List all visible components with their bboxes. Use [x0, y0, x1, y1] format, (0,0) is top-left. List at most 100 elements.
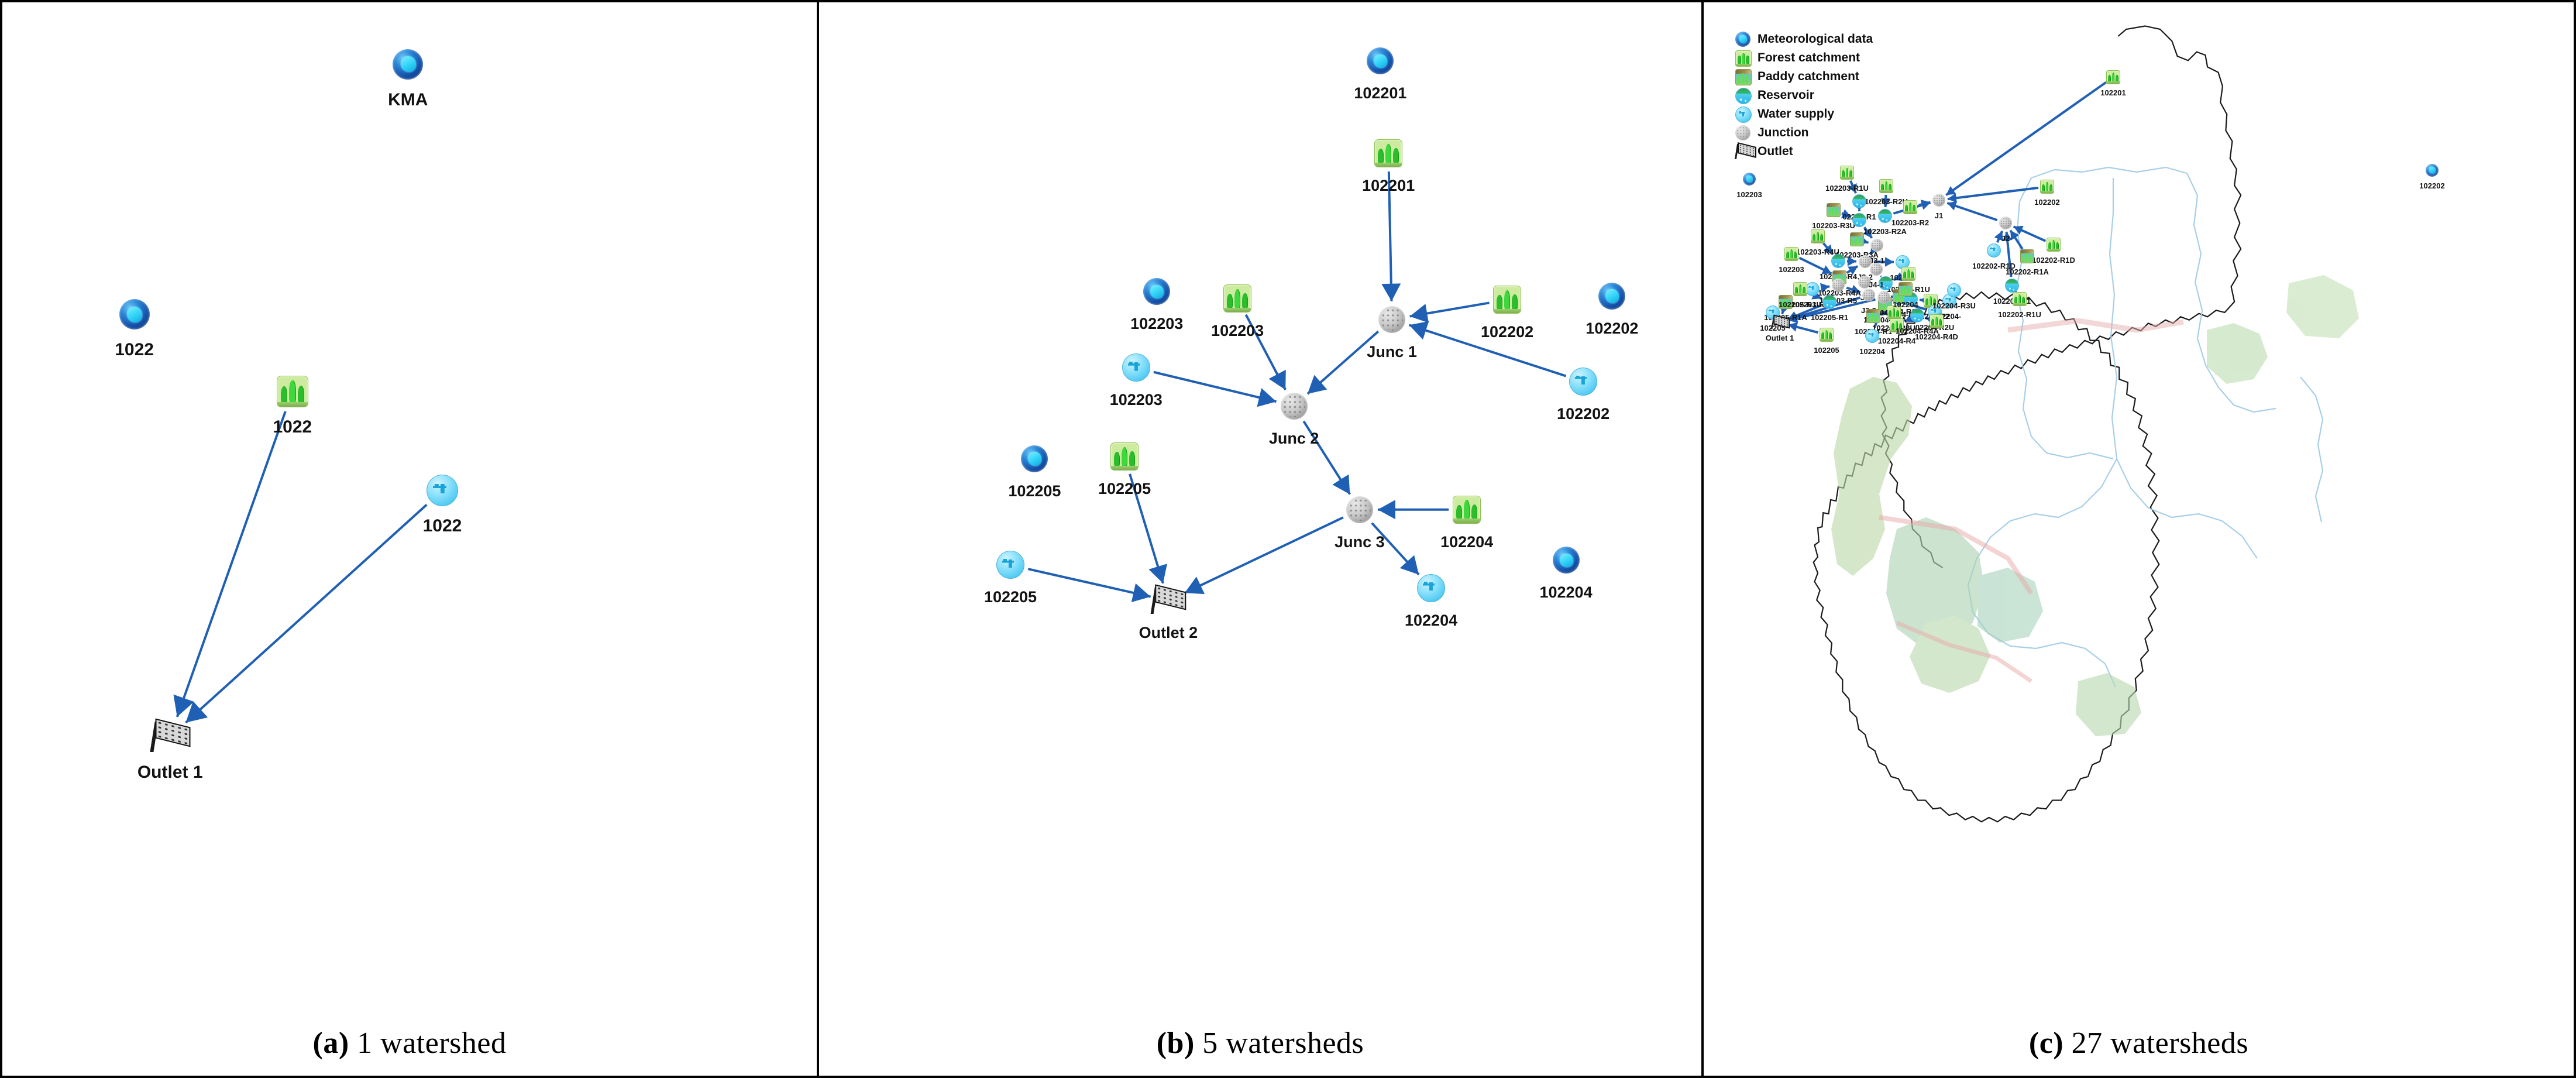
node-forest-102203[interactable] [1223, 284, 1252, 313]
reservoir-icon [1852, 213, 1866, 227]
node-water-102205[interactable] [996, 551, 1025, 579]
node-c-junc-j3-3[interactable] [1862, 289, 1875, 301]
node-water-102204[interactable] [1417, 574, 1446, 602]
node-met-kma[interactable] [393, 49, 424, 80]
node-c-paddy-102204[interactable] [1899, 282, 1913, 296]
water-supply-icon [1569, 368, 1598, 396]
node-c-forest-102201[interactable] [2106, 70, 2120, 84]
node-met-102205[interactable] [1021, 445, 1048, 473]
node-met-1022[interactable] [119, 299, 150, 330]
node-c-met-102203[interactable] [1743, 173, 1756, 186]
node-c-paddy-102202-r1a[interactable] [2020, 249, 2034, 263]
panel-a-links [173, 411, 428, 724]
node-c-forest-102202-r1d[interactable] [2047, 238, 2061, 252]
node-label-met-102202: 102202 [1586, 320, 1639, 338]
node-met-102202[interactable] [1598, 283, 1626, 310]
forest-catchment-icon [1890, 318, 1904, 332]
node-c-forest-102202-r1u[interactable] [2013, 292, 2027, 306]
node-forest-102205[interactable] [1110, 442, 1139, 471]
forest-catchment-icon [2013, 292, 2027, 306]
panel-b-links [1027, 171, 1567, 603]
flow-arrow-head [1893, 272, 1904, 281]
node-c-forest-102205-r1u[interactable] [1793, 282, 1807, 296]
node-forest-102202[interactable] [1493, 286, 1522, 314]
node-c-outlet-1[interactable] [1771, 314, 1790, 329]
node-c-res-102204-r4a[interactable] [1910, 308, 1924, 322]
node-c-junc-j1[interactable] [1932, 194, 1945, 207]
node-c-junc-j3[interactable] [1858, 276, 1871, 289]
reservoir-icon [1822, 295, 1836, 309]
node-c-forest-102203-r1u[interactable] [1840, 166, 1854, 180]
meteorological-data-icon [1598, 283, 1626, 310]
node-c-forest-102203-r2[interactable] [1903, 200, 1917, 214]
node-label-met-102201: 102201 [1354, 84, 1407, 102]
node-c-forest-102204-r3a[interactable] [1887, 305, 1901, 320]
node-c-water-102204[interactable] [1865, 329, 1879, 343]
node-junc-3[interactable] [1346, 496, 1373, 523]
node-c-forest-102203-r4u[interactable] [1811, 229, 1825, 243]
node-c-res-102203-r4[interactable] [1831, 254, 1845, 268]
node-label-c-forest-102203-r4u: 102203-R4U [1796, 248, 1839, 256]
node-water-102203[interactable] [1122, 353, 1150, 382]
node-c-water-102202-r1d[interactable] [1987, 243, 2001, 258]
node-label-c-junc-j4-1: J4-1 [1868, 280, 1884, 289]
node-c-forest-102202[interactable] [2040, 180, 2054, 194]
node-outlet-1[interactable] [150, 718, 191, 752]
flow-arrow-head [1381, 283, 1401, 301]
node-c-paddy-102203-r3u[interactable] [1827, 203, 1841, 217]
node-c-junc-j4-1[interactable] [1870, 263, 1883, 276]
flow-arrow-head [1823, 244, 1833, 255]
node-c-met-102202[interactable] [2426, 164, 2439, 177]
highlight-streaks [1879, 318, 2184, 683]
node-water-102202[interactable] [1569, 368, 1598, 396]
node-outlet-2[interactable] [1150, 584, 1186, 614]
node-c-res-102203-r3[interactable] [1852, 213, 1866, 227]
node-forest-1022[interactable] [276, 376, 308, 408]
node-water-1022[interactable] [427, 475, 458, 507]
node-c-forest-102205[interactable] [1820, 328, 1834, 342]
node-c-res-102203-r2a[interactable] [1878, 209, 1892, 223]
node-c-paddy-102203-r3a[interactable] [1850, 232, 1864, 246]
node-c-paddy-102205-r1a[interactable] [1779, 295, 1793, 309]
node-label-c-forest-102201: 102201 [2100, 88, 2126, 97]
node-met-102203[interactable] [1143, 278, 1171, 305]
node-c-res-102202-r1[interactable] [2005, 279, 2019, 293]
flow-arrow [1408, 324, 1567, 377]
forest-catchment-icon [1811, 229, 1825, 243]
node-met-102204[interactable] [1552, 547, 1580, 574]
node-forest-102201[interactable] [1374, 139, 1403, 168]
flow-arrow-head [1947, 193, 1957, 203]
node-c-forest-102203[interactable] [1784, 247, 1798, 261]
node-c-water-102203-r5u[interactable] [1805, 282, 1820, 296]
node-c-paddy-102204-r1[interactable] [1866, 309, 1880, 323]
node-c-junc-j4[interactable] [1877, 291, 1890, 304]
node-c-res-102204-r1u[interactable] [1879, 276, 1893, 290]
water-supply-icon [1947, 283, 1961, 297]
node-label-forest-102202: 102202 [1481, 323, 1534, 341]
flow-arrow-head [1377, 500, 1395, 520]
node-c-forest-102204-r1u[interactable] [1901, 267, 1915, 281]
node-c-water-102204-r3u[interactable] [1947, 283, 1961, 297]
node-forest-102204[interactable] [1453, 495, 1481, 524]
flow-arrow-head [185, 701, 208, 723]
node-c-junc-j3-3b[interactable] [1832, 279, 1845, 291]
node-met-102201[interactable] [1367, 47, 1394, 75]
forest-catchment-icon [1930, 314, 1944, 328]
node-c-res-102203-r1[interactable] [1852, 194, 1866, 208]
node-c-junc-j2[interactable] [1999, 217, 2012, 229]
node-c-forest-102204-r4[interactable] [1890, 318, 1904, 332]
water-supply-icon [1987, 243, 2001, 258]
forest-catchment-icon [1223, 284, 1252, 313]
node-junc-2[interactable] [1280, 392, 1308, 420]
junction-icon [1735, 125, 1750, 140]
node-c-forest-102204-r4d[interactable] [1930, 314, 1944, 328]
legend-row-forest-catchment: Forest catchment [1735, 49, 1873, 67]
node-c-junc-j3-1[interactable] [1870, 239, 1883, 252]
node-c-forest-102203-r2u[interactable] [1879, 179, 1893, 193]
node-c-junc-j3-2[interactable] [1859, 255, 1872, 268]
node-junc-1[interactable] [1378, 305, 1406, 333]
node-c-res-102205-r1[interactable] [1822, 295, 1836, 309]
flow-arrow-head [1399, 555, 1419, 575]
flow-arrow-head [1821, 265, 1832, 274]
